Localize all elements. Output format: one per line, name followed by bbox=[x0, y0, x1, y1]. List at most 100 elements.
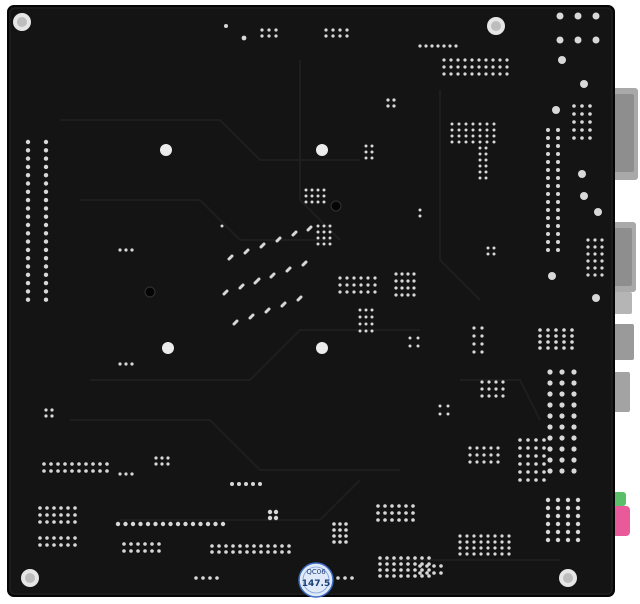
solder-pad bbox=[572, 120, 576, 124]
solder-pad bbox=[463, 72, 467, 76]
solder-pad bbox=[304, 188, 308, 192]
solder-pad bbox=[364, 156, 368, 160]
solder-pad bbox=[555, 513, 561, 519]
solder-pad bbox=[338, 28, 342, 32]
solder-pad bbox=[118, 472, 122, 476]
solder-pad bbox=[480, 387, 484, 391]
solder-pad bbox=[115, 521, 121, 527]
solder-pad bbox=[478, 170, 482, 174]
solder-pad bbox=[98, 469, 102, 473]
solder-pad bbox=[408, 336, 412, 340]
solder-pad bbox=[456, 58, 460, 62]
solder-pad bbox=[316, 188, 320, 192]
solder-pad bbox=[259, 245, 263, 249]
solder-pad bbox=[546, 224, 550, 228]
solder-pad bbox=[316, 224, 320, 228]
solder-pad bbox=[273, 544, 277, 548]
solder-pad bbox=[546, 136, 550, 140]
solder-pad bbox=[546, 346, 550, 350]
solder-pad bbox=[105, 462, 109, 466]
solder-pad bbox=[427, 574, 431, 578]
solder-pad bbox=[571, 391, 577, 397]
solder-pad bbox=[215, 576, 219, 580]
solder-pad bbox=[406, 568, 410, 572]
solder-pad bbox=[25, 197, 31, 203]
solder-pad bbox=[418, 44, 422, 48]
solder-pad bbox=[143, 549, 147, 553]
solder-pad bbox=[468, 453, 472, 457]
solder-pad bbox=[562, 334, 566, 338]
solder-pad bbox=[370, 144, 374, 148]
solder-pad bbox=[345, 34, 349, 38]
solder-pad bbox=[129, 549, 133, 553]
solder-pad bbox=[538, 340, 542, 344]
solder-pad bbox=[359, 283, 363, 287]
solder-pad bbox=[458, 552, 462, 556]
solder-pad bbox=[52, 543, 56, 547]
solder-pad bbox=[485, 140, 489, 144]
solder-pad bbox=[450, 122, 454, 126]
solder-pad bbox=[45, 536, 49, 540]
solder-pad bbox=[427, 556, 431, 560]
solder-pad bbox=[547, 446, 553, 452]
solder-pad bbox=[547, 468, 553, 474]
solder-pad bbox=[217, 544, 221, 548]
solder-pad bbox=[25, 272, 31, 277]
solder-pad bbox=[248, 316, 252, 320]
solder-pad bbox=[471, 140, 475, 144]
solder-pad bbox=[586, 273, 590, 277]
solder-pad bbox=[91, 462, 95, 466]
solder-pad bbox=[338, 283, 342, 287]
solder-pad bbox=[450, 140, 454, 144]
solder-pad bbox=[44, 414, 48, 418]
solder-pad bbox=[316, 230, 320, 234]
solder-pad bbox=[331, 34, 335, 38]
solder-pad bbox=[545, 505, 551, 511]
solder-pad bbox=[399, 574, 403, 578]
solder-pad bbox=[486, 546, 490, 550]
solder-pad bbox=[449, 72, 453, 76]
solder-pad bbox=[489, 460, 493, 464]
solder-pad bbox=[25, 256, 31, 261]
solder-pad bbox=[565, 521, 571, 527]
solder-pad bbox=[392, 98, 396, 102]
solder-pad bbox=[136, 542, 140, 546]
solder-pad bbox=[457, 134, 461, 138]
solder-pad bbox=[273, 515, 279, 521]
solder-pad bbox=[480, 334, 484, 338]
solder-pad bbox=[287, 544, 291, 548]
solder-pad bbox=[328, 242, 332, 246]
solder-pad bbox=[373, 290, 377, 294]
solder-pad bbox=[465, 540, 469, 544]
solder-pad bbox=[484, 176, 488, 180]
solder-pad bbox=[556, 160, 560, 164]
solder-pad bbox=[84, 462, 88, 466]
pcb-board bbox=[7, 5, 615, 597]
solder-pad bbox=[266, 550, 270, 554]
solder-pad bbox=[406, 562, 410, 566]
solder-pad bbox=[73, 536, 77, 540]
solder-pad bbox=[580, 104, 584, 108]
solder-pad bbox=[496, 460, 500, 464]
solder-pad bbox=[472, 342, 476, 346]
solder-pad bbox=[296, 298, 300, 302]
solder-pad bbox=[526, 478, 530, 482]
solder-pad bbox=[274, 28, 278, 32]
solder-pad bbox=[427, 568, 431, 572]
solder-pad bbox=[230, 482, 234, 486]
solder-pad bbox=[43, 231, 49, 236]
solder-pad bbox=[25, 231, 31, 236]
solder-pad bbox=[593, 238, 597, 242]
solder-pad bbox=[358, 308, 362, 312]
solder-pad bbox=[358, 315, 362, 319]
solder-pad bbox=[559, 446, 565, 452]
solder-pad bbox=[123, 521, 128, 527]
solder-pad bbox=[547, 457, 553, 463]
solder-pad bbox=[25, 139, 31, 145]
solder-pad bbox=[559, 380, 565, 386]
solder-pad bbox=[418, 214, 422, 218]
solder-pad bbox=[484, 164, 488, 168]
solder-pad bbox=[42, 462, 46, 466]
solder-pad bbox=[157, 542, 161, 546]
